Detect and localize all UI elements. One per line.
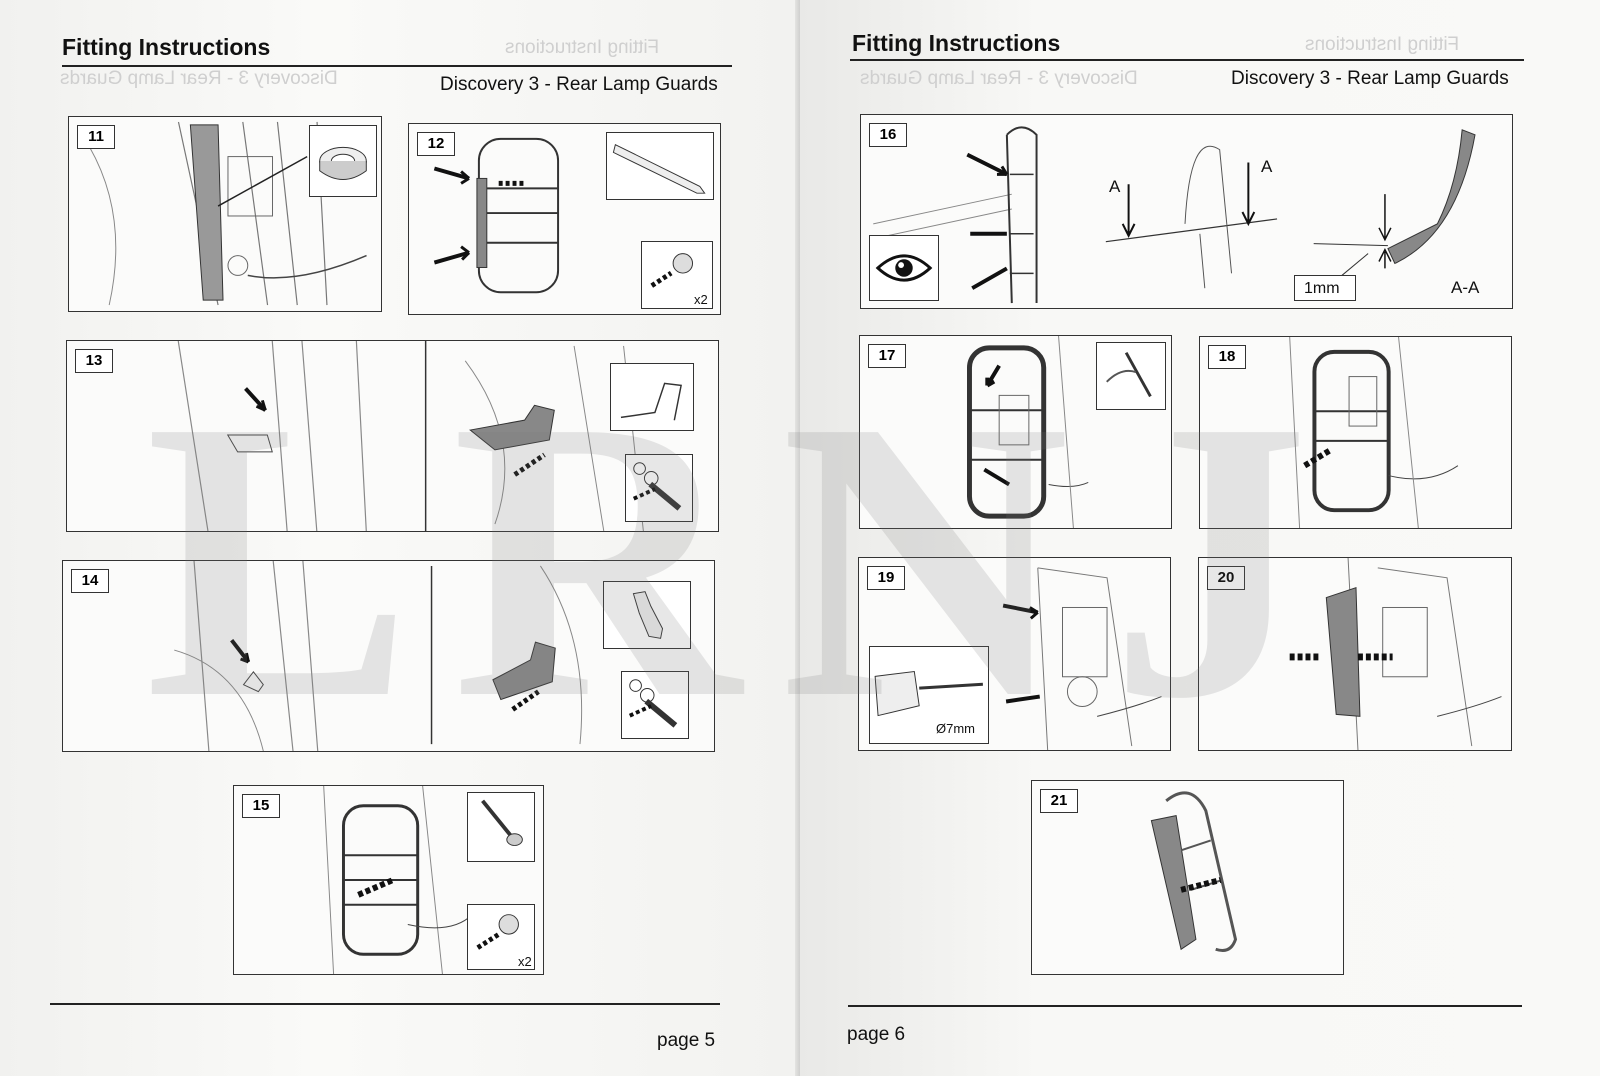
completed-guard-illustration [1150,791,1238,952]
section-marker: A [1109,177,1121,196]
step-number: 14 [71,569,109,593]
bracket-inset [610,363,694,431]
mark-holes-illustration [967,336,1089,528]
bracket-icon [612,143,706,194]
bleed-through-text: Discovery 3 - Rear Lamp Guards [860,68,1138,89]
step-12-panel: 12 x2 [408,123,721,315]
step-17-panel: 17 [859,335,1172,529]
step-20-panel: 20 [1198,557,1512,751]
step-number: 16 [869,123,907,147]
step-15-panel: 15 x2 [233,785,544,975]
step-number: 15 [242,794,280,818]
page-title: Fitting Instructions [62,34,271,60]
fit-protective-film-illustration [1288,558,1502,750]
step-number: 13 [75,349,113,373]
drill-holes-illustration [1002,567,1162,750]
step-14-panel: 14 [62,560,715,752]
marker-pen-icon [1106,351,1152,398]
tape-roll-inset [309,125,377,197]
screw-icon [476,914,519,950]
bleed-through-text: Fitting Instructions [505,37,660,58]
bracket-icon [632,591,664,639]
tape-roll-icon [319,146,367,180]
section-view-label: A-A [1451,278,1480,297]
drill-size-label: Ø7mm [936,721,975,736]
header-rule [62,65,732,67]
bleed-through-text: Fitting Instructions [1305,34,1460,55]
fixing-set-inset [621,671,689,739]
screw-inset [467,904,535,970]
page-number: page 6 [847,1024,906,1045]
step-18-panel: 18 [1199,336,1512,529]
tool-inset [467,792,535,862]
step-21-panel: 21 [1031,780,1344,975]
step-number: 19 [867,566,905,590]
step-number: 20 [1207,566,1245,590]
footer-rule [50,1003,720,1005]
inspect-inset [869,235,939,301]
eye-icon [875,254,933,282]
bracket-icon [620,382,682,421]
marker-pen-inset [1096,342,1166,410]
lamp-guard-illustration [433,137,560,294]
lower-bracket-location-illustration [174,561,583,751]
bracket-inset [603,581,691,649]
quantity-label: x2 [518,954,532,969]
step-number: 18 [1208,345,1246,369]
page-title: Fitting Instructions [852,30,1061,56]
page-subtitle: Discovery 3 - Rear Lamp Guards [440,74,718,95]
tape-application-illustration [88,121,367,306]
right-page: Fitting Instructions Discovery 3 - Rear … [800,0,1600,1076]
gap-callout-box: 1mm [1294,275,1356,301]
page-subtitle: Discovery 3 - Rear Lamp Guards [1231,68,1509,89]
quantity-label: x2 [694,292,708,307]
bracket-inset [606,132,714,200]
footer-rule [848,1005,1522,1007]
step-11-panel: 11 [68,116,382,312]
left-page: Fitting Instructions Discovery 3 - Rear … [0,0,800,1076]
drill-inset: Ø7mm [869,646,989,744]
gap-label: 1mm [1304,280,1340,297]
screw-icon [650,253,694,288]
body-bracket-location-illustration [177,341,644,531]
drill-icon [874,670,983,717]
fixing-set-inset [625,454,693,522]
step-number: 11 [77,125,115,149]
header-rule [850,59,1524,61]
screw-inset [641,241,713,309]
bolt-washer-icon [632,462,682,511]
step-13-panel: 13 [66,340,719,532]
section-marker: A [1261,157,1273,176]
gap-check-illustration [873,126,1476,304]
step-number: 21 [1040,789,1078,813]
page-number: page 5 [657,1030,716,1051]
step-19-panel: 19 Ø7mm [858,557,1171,751]
step-number: 17 [868,344,906,368]
allen-key-icon [481,799,523,846]
remove-guard-illustration [1289,337,1459,528]
step-16-panel: 16 A A 1mm A-A [860,114,1513,309]
step-number: 12 [417,132,455,156]
bolt-washer-icon [628,679,678,728]
bleed-through-text: Discovery 3 - Rear Lamp Guards [60,68,338,89]
